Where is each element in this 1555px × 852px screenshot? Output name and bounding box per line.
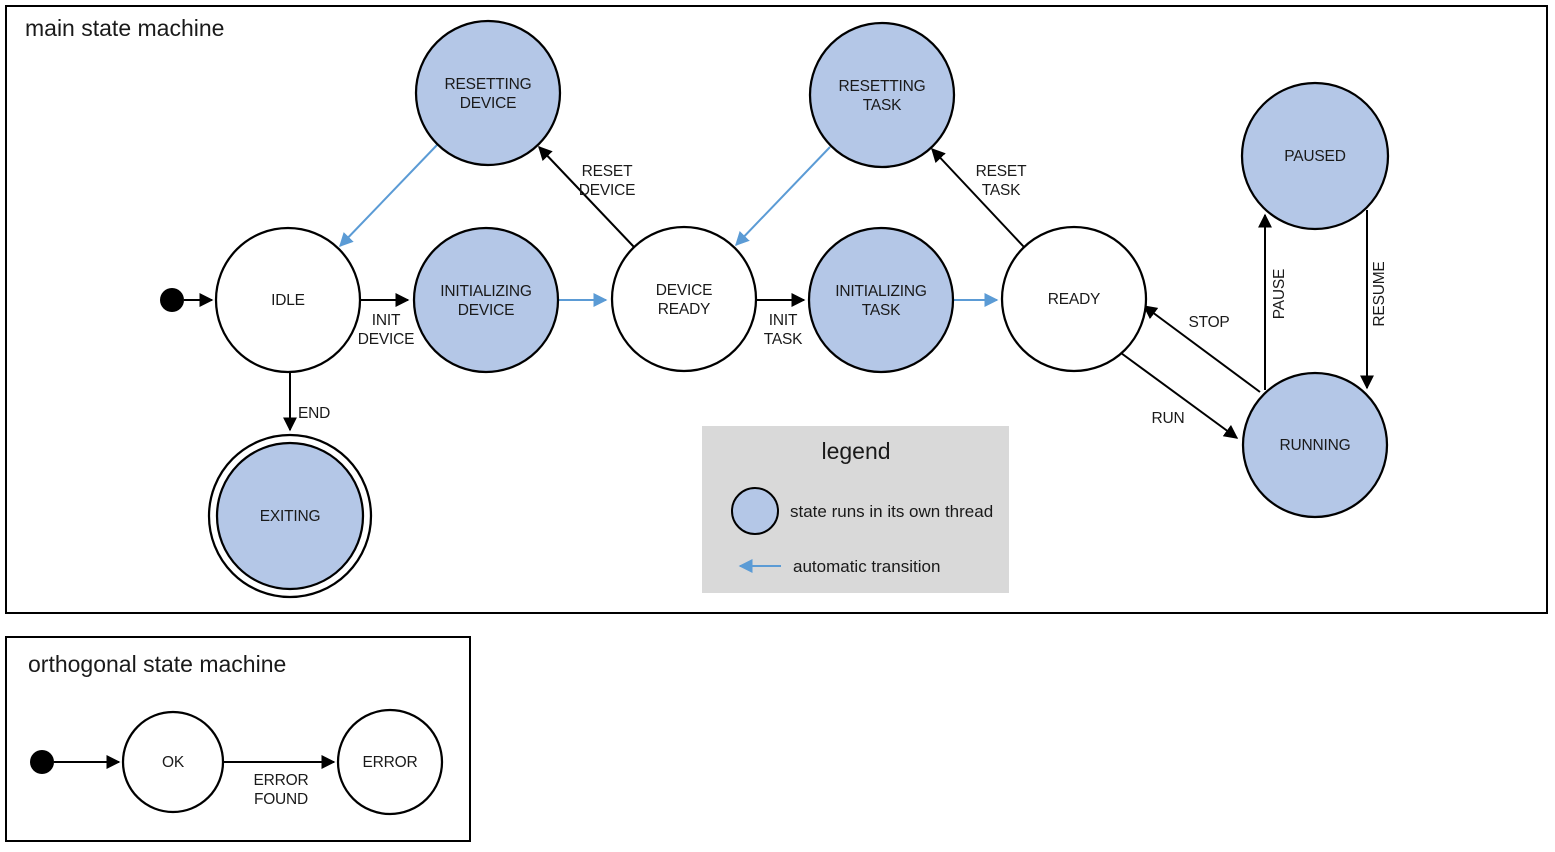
legend-title: legend [821, 438, 890, 464]
state-running [1241, 371, 1389, 519]
state-label-resetting-task: RESETTING [839, 78, 926, 95]
transition-label-reset-task: TASK [982, 182, 1021, 199]
transition-label-init-device: INIT [372, 312, 401, 329]
main-initial-state-dot [160, 288, 184, 312]
legend-threaded-state-icon [731, 487, 779, 535]
state-initializing-device [412, 226, 560, 374]
state-label-paused: PAUSED [1284, 148, 1345, 165]
state-label-initializing-device: DEVICE [458, 302, 515, 319]
state-label-idle: IDLE [271, 292, 305, 309]
state-label-resetting-device: RESETTING [445, 76, 532, 93]
state-label-device-ready: DEVICE [656, 282, 713, 299]
orthogonal-machine-title: orthogonal state machine [28, 651, 286, 677]
state-error [336, 708, 444, 816]
transition-label-run: RUN [1152, 410, 1185, 427]
transition-ready-to-running-run [1120, 352, 1239, 439]
transition-label-resume: RESUME [1371, 261, 1388, 326]
state-initializing-task [807, 226, 955, 374]
state-label-initializing-task: TASK [862, 302, 901, 319]
state-resetting-device [414, 19, 562, 167]
transition-ready-to-resetting-task [931, 147, 1025, 248]
transition-label-end: END [298, 405, 330, 422]
transition-device-ready-to-resetting-device [538, 145, 635, 248]
transition-label-error-found: FOUND [254, 791, 308, 808]
state-paused [1240, 81, 1390, 231]
transition-resetting-device-to-idle [339, 144, 438, 248]
state-device-ready [610, 225, 758, 373]
state-label-initializing-task: INITIALIZING [835, 283, 926, 300]
state-label-initializing-device: INITIALIZING [440, 283, 531, 300]
transition-label-init-task: INIT [769, 312, 798, 329]
orthogonal-initial-state-dot [30, 750, 54, 774]
state-ok [121, 710, 225, 814]
transition-resetting-task-to-device-ready [735, 146, 831, 247]
state-exiting [215, 441, 365, 591]
main-machine-border [5, 5, 1548, 614]
transition-label-init-device: DEVICE [358, 331, 415, 348]
transition-label-init-task: TASK [764, 331, 803, 348]
state-label-exiting: EXITING [260, 508, 321, 525]
transition-label-reset-device: RESET [582, 163, 633, 180]
transition-running-to-ready-stop [1142, 305, 1261, 393]
state-ready [1000, 225, 1148, 373]
state-resetting-task [808, 21, 956, 169]
state-label-running: RUNNING [1280, 437, 1351, 454]
legend-threaded-state-label: state runs in its own thread [790, 502, 993, 521]
state-label-resetting-device: DEVICE [460, 95, 517, 112]
state-label-ready: READY [1048, 291, 1100, 308]
main-machine-title: main state machine [25, 15, 224, 41]
transition-label-error-found: ERROR [254, 772, 309, 789]
state-idle [214, 226, 362, 374]
legend-auto-transition-label: automatic transition [793, 557, 940, 576]
transition-label-pause: PAUSE [1271, 269, 1288, 319]
transition-label-reset-task: RESET [976, 163, 1027, 180]
state-label-device-ready: READY [658, 301, 710, 318]
orthogonal-machine-border [5, 636, 471, 842]
state-label-ok: OK [162, 754, 185, 771]
state-label-error: ERROR [363, 754, 418, 771]
state-label-resetting-task: TASK [863, 97, 902, 114]
transition-label-reset-device: DEVICE [579, 182, 636, 199]
transition-label-stop: STOP [1188, 314, 1229, 331]
